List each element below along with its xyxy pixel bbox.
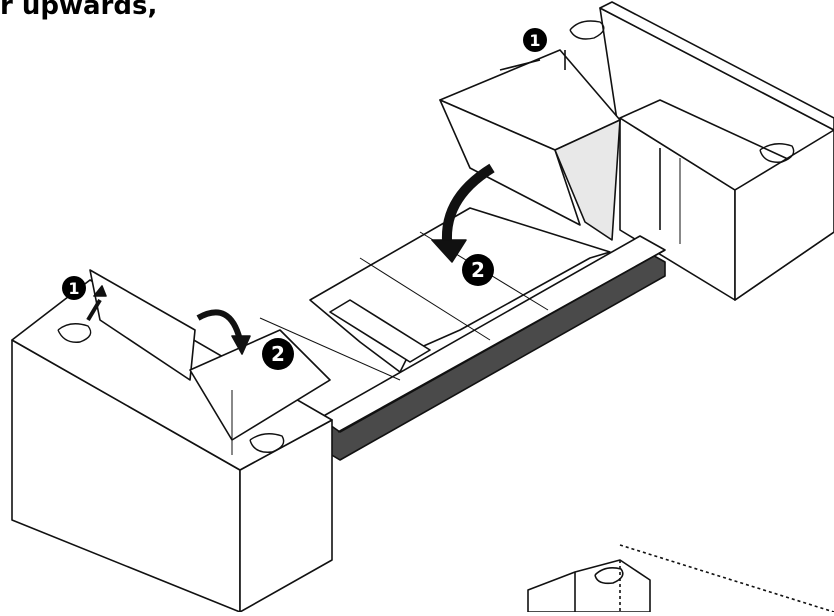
arrow-fold-down	[431, 163, 495, 263]
svg-text:2: 2	[471, 258, 485, 282]
svg-text:1: 1	[529, 31, 540, 50]
step-badge-2-center: 2	[462, 254, 494, 286]
step-badge-2-left: 2	[262, 338, 294, 370]
instruction-caption: r upwards,	[0, 0, 158, 21]
svg-text:2: 2	[271, 342, 285, 366]
step-badge-1-left: 1	[62, 276, 86, 300]
right-end-box	[599, 1, 834, 301]
folding-flap-right	[439, 49, 621, 241]
arrow-lift-up	[86, 285, 107, 322]
step-badge-1-right: 1	[523, 28, 547, 52]
spring-details	[57, 20, 795, 453]
svg-text:1: 1	[68, 279, 79, 298]
arrow-fold-left	[196, 309, 251, 355]
partial-illustration-bottom-right	[527, 544, 834, 613]
center-flat-panel	[309, 207, 611, 373]
